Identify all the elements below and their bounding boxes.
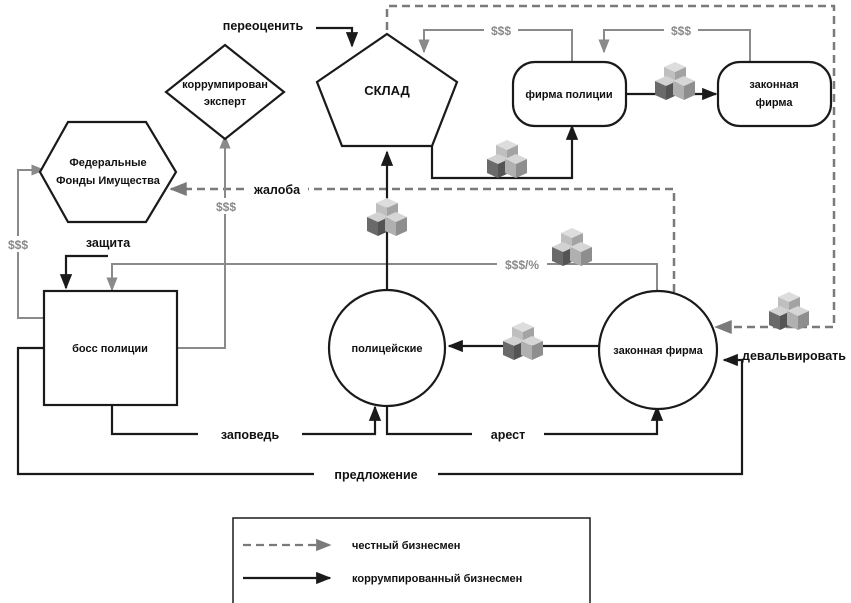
- police-label: полицейские: [352, 343, 423, 355]
- corrupt-expert-label-1: коррумпирован: [182, 79, 268, 91]
- legal-firm-node: законная фирма: [597, 289, 719, 411]
- police-boss-label: босс полиции: [72, 343, 148, 355]
- money-label: $$$: [8, 238, 28, 252]
- corrupt-expert-node: коррумпирован эксперт: [164, 43, 286, 141]
- offer-label: предложение: [334, 468, 417, 482]
- protection-label: защита: [86, 236, 131, 250]
- commandment-label: заповедь: [221, 428, 280, 442]
- goods-cubes-icon: [769, 292, 809, 330]
- legal-firm-label: законная фирма: [613, 345, 703, 357]
- money-label: $$$: [491, 24, 511, 38]
- warehouse-label: СКЛАД: [364, 83, 410, 98]
- legend: честный бизнесмен коррумпированный бизне…: [232, 517, 591, 603]
- arrest-label: арест: [491, 428, 525, 442]
- legal-firm-top-label-2: фирма: [755, 97, 793, 109]
- revalue-label: переоценить: [223, 19, 304, 33]
- legal-firm-top-node: законная фирма: [716, 60, 833, 128]
- money-label: $$$: [671, 24, 691, 38]
- money-label: $$$/%: [505, 258, 539, 272]
- goods-cubes-icon: [552, 228, 592, 266]
- federal-funds-node: Федеральные Фонды Имущества: [38, 120, 178, 224]
- goods-cubes-icon: [367, 198, 407, 236]
- goods-cubes-icon: [487, 140, 527, 178]
- devalue-label: девальвировать: [742, 349, 846, 363]
- police-firm-node: фирма полиции: [511, 60, 628, 128]
- corrupt-expert-label-2: эксперт: [204, 96, 247, 108]
- legend-honest-label: честный бизнесмен: [352, 540, 460, 552]
- federal-funds-label-2: Фонды Имущества: [56, 175, 161, 187]
- goods-cubes-icon: [503, 322, 543, 360]
- complaint-label: жалоба: [253, 183, 301, 197]
- legend-corrupt-label: коррумпированный бизнесмен: [352, 573, 522, 585]
- police-firm-label: фирма полиции: [525, 89, 612, 101]
- warehouse-node: СКЛАД: [315, 32, 459, 148]
- legal-firm-top-label-1: законная: [749, 79, 798, 91]
- honest-dashed-loop: [169, 4, 836, 334]
- money-label: $$$: [216, 200, 236, 214]
- federal-funds-label-1: Федеральные: [69, 157, 146, 169]
- police-node: полицейские: [327, 288, 447, 408]
- goods-cubes-icon: [655, 62, 695, 100]
- police-boss-node: босс полиции: [42, 289, 179, 407]
